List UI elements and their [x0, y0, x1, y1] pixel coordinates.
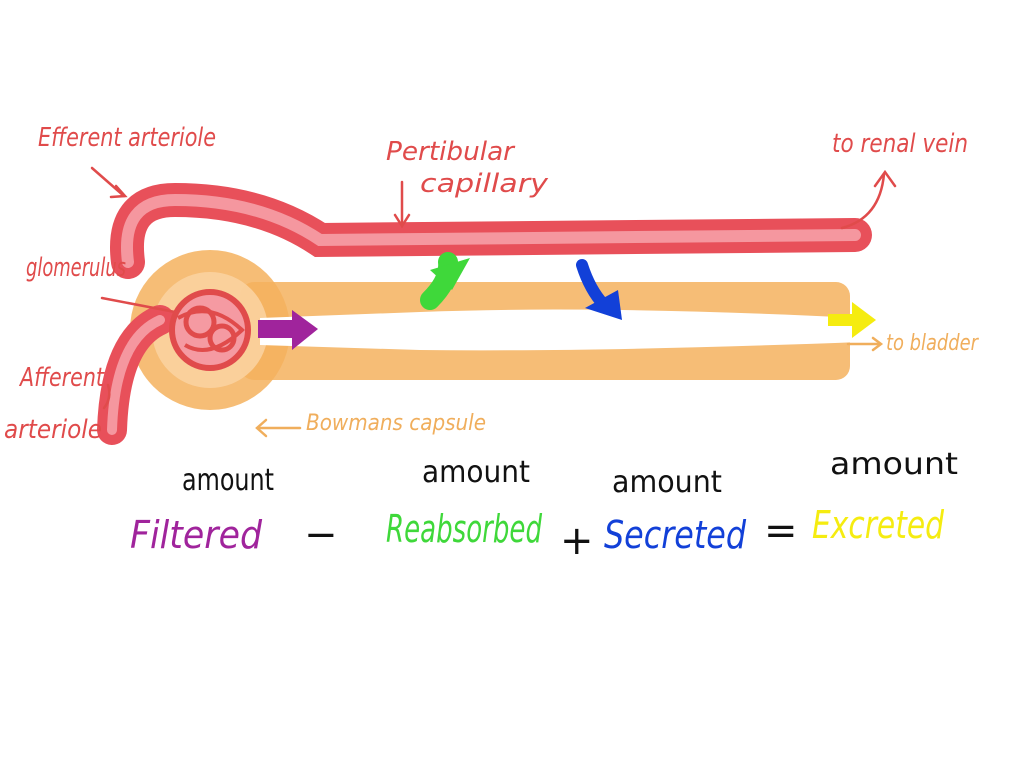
efferent-arteriole-label: Efferent arteriole [38, 123, 216, 153]
amount-label-secreted: amount [612, 465, 722, 500]
secretion-arrow [576, 259, 622, 320]
tubule [130, 250, 860, 410]
filtered-term: Filtered [130, 513, 263, 557]
reabsorption-arrow [420, 252, 470, 310]
renal-vein-pointer-head [873, 169, 897, 188]
afferent-label-line1: Afferent [18, 363, 104, 393]
efferent-pointer-arrow [90, 166, 126, 198]
renal-vein-pointer-arrow [840, 172, 886, 230]
minus-operator: − [304, 512, 338, 558]
bowmans-pointer-head [255, 418, 268, 438]
bladder-pointer-head [871, 336, 884, 352]
renal-vein-label: to renal vein [832, 129, 968, 159]
afferent-label-line2: arteriole [4, 415, 102, 445]
glomerulus-pointer-arrow [100, 296, 177, 314]
bladder-label: to bladder [886, 331, 980, 356]
plus-operator: + [560, 518, 594, 564]
peritubular-label-line1: Pertibular [386, 137, 516, 167]
peritubular-label-line2: capillary [420, 169, 549, 199]
glomerulus-label: glomerulus [26, 253, 126, 283]
blood-vessel [110, 182, 872, 279]
bowmans-capsule-label: Bowmans capsule [306, 411, 486, 436]
filtration-arrow [258, 310, 318, 350]
excretion-equation: amount amount amount amount Filtered − R… [130, 447, 958, 564]
secreted-term: Secreted [604, 513, 747, 557]
reabsorbed-term: Reabsorbed [386, 507, 543, 551]
efferent-pointer-head [109, 184, 128, 199]
tubule-lumen [260, 309, 860, 351]
glomerulus [169, 289, 251, 371]
excretion-arrow [828, 302, 876, 338]
amount-label-reabsorbed: amount [422, 455, 530, 490]
equals-operator: = [764, 508, 798, 554]
excreted-term: Excreted [812, 503, 945, 547]
amount-label-filtered: amount [182, 463, 274, 498]
afferent-arteriole [97, 305, 175, 445]
peritubular-pointer-head [393, 213, 411, 229]
amount-label-excreted: amount [830, 447, 958, 482]
afferent-pointer-arrow [102, 383, 111, 410]
